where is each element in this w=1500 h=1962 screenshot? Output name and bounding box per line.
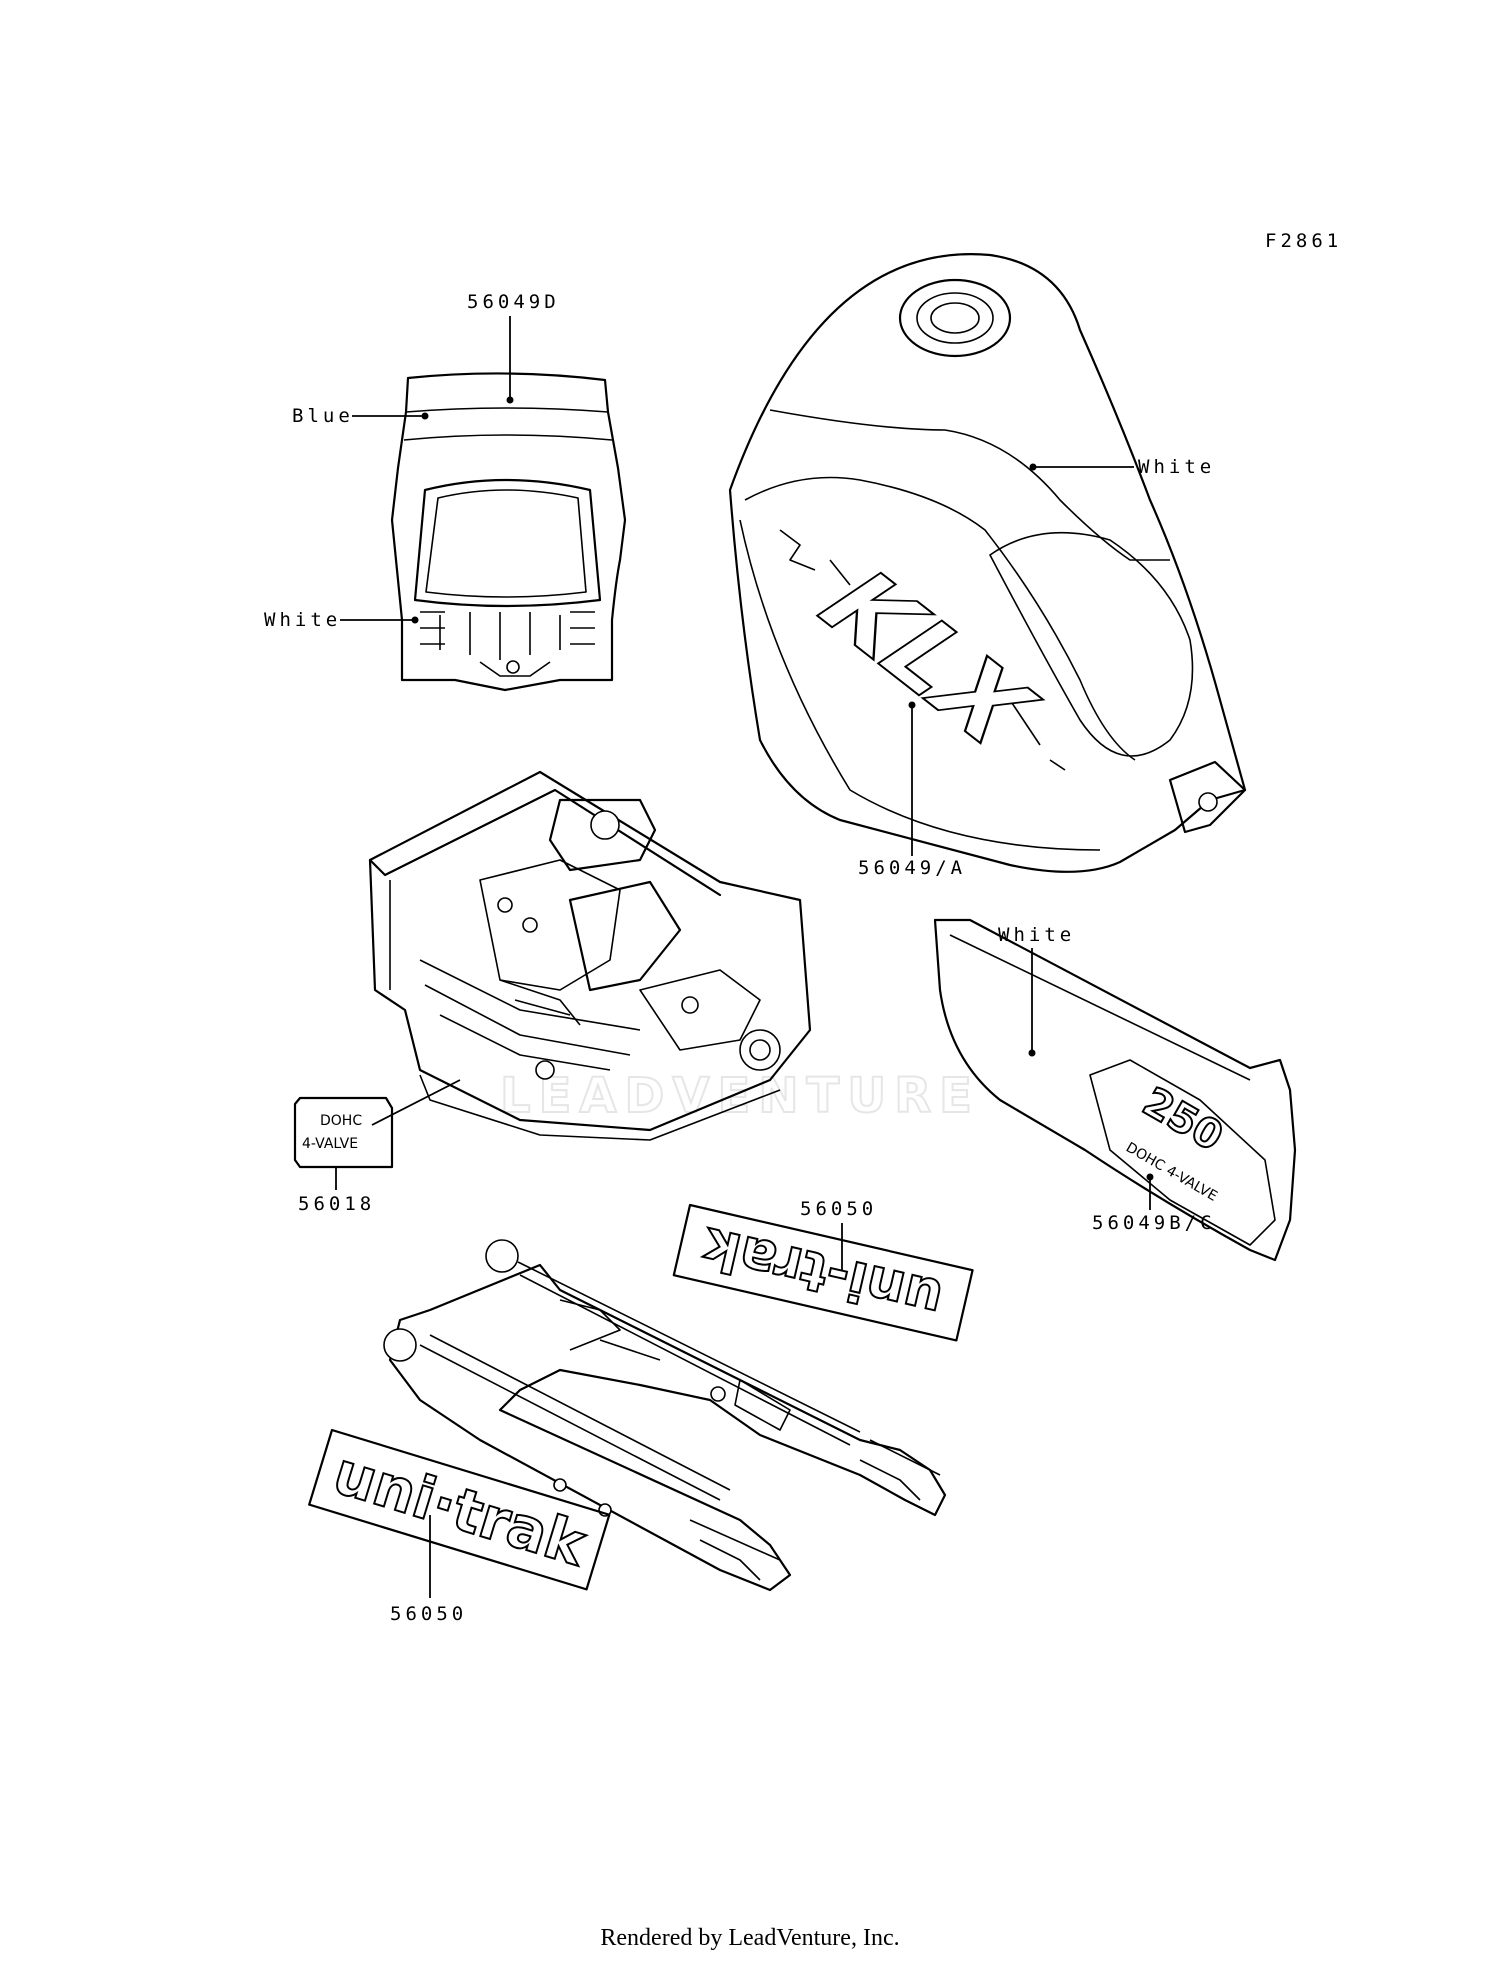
figure-code: F2861 [1265,230,1342,252]
headlight-cover-drawing [390,372,627,692]
cylinder-head-drawing [368,770,812,1141]
label-white-sidecover: White [998,924,1075,946]
label-56050-lower: 56050 [390,1603,467,1625]
dohc-decal-line2: 4-VALVE [302,1136,358,1152]
fuel-tank-drawing: KLX [728,253,1247,873]
unitrak-decal-lower: uni·trak [308,1428,611,1591]
dohc-decal-line1: DOHC [320,1113,362,1129]
dohc-decal: DOHC 4-VALVE [293,1096,394,1169]
watermark-text: LEADVENTURE [500,1068,980,1124]
callout-dot [506,396,514,404]
unitrak-decal-upper: uni-trak [672,1203,974,1342]
unitrak-upper-text: uni-trak [697,1215,949,1331]
side-cover-drawing: 250 DOHC 4-VALVE [933,918,1297,1262]
label-56049d: 56049D [467,291,560,313]
tank-logo-text: KLX [789,556,1062,759]
label-white-headlight: White [264,609,341,631]
label-56018: 56018 [298,1193,375,1215]
label-56049-a: 56049/A [858,857,966,879]
swingarm-drawing [383,1239,947,1592]
side-number-text: 250 [1135,1079,1230,1161]
label-blue: Blue [292,405,354,427]
label-56050-upper: 56050 [800,1198,877,1220]
footer-credit: Rendered by LeadVenture, Inc. [600,1925,900,1951]
label-white-tank: White [1138,456,1215,478]
label-56049b-c: 56049B/C [1092,1212,1216,1234]
unitrak-lower-text: uni·trak [326,1438,594,1579]
